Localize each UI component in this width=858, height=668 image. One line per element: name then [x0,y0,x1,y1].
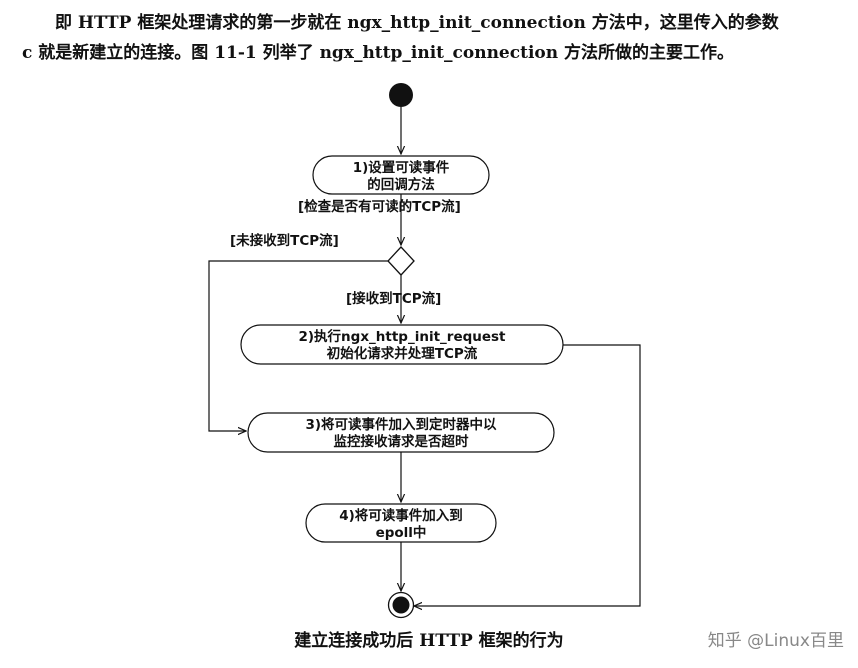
node-1-line1: 1)设置可读事件 [353,159,450,176]
guard-check: [检查是否有可读的TCP流] [298,198,461,215]
figure-caption: 建立连接成功后 HTTP 框架的行为 [294,631,564,651]
edge-node2-to-final [414,344,641,606]
intro-paragraph: 即 HTTP 框架处理请求的第一步就在 ngx_http_init_connec… [22,8,842,68]
guard-received: [接收到TCP流] [346,290,441,307]
node-2-line2: 初始化请求并处理TCP流 [327,345,478,362]
node-4-add-epoll: 4)将可读事件加入到 epoll中 [305,503,497,543]
node-2-line1: 2)执行ngx_http_init_request [298,328,506,345]
final-node [387,591,415,619]
intro-line-2: c 就是新建立的连接。图 11-1 列举了 ngx_http_init_conn… [22,43,735,63]
initial-node [389,83,413,107]
node-3-add-timer: 3)将可读事件加入到定时器中以 监控接收请求是否超时 [247,412,555,453]
watermark: 知乎 @Linux百里 [707,631,844,651]
node-2-init-request: 2)执行ngx_http_init_request 初始化请求并处理TCP流 [240,324,564,365]
node-4-line2: epoll中 [376,524,427,541]
node-3-line1: 3)将可读事件加入到定时器中以 [305,416,497,433]
guard-not-received: [未接收到TCP流] [230,232,339,249]
node-3-line2: 监控接收请求是否超时 [334,433,469,450]
node-1-line2: 的回调方法 [367,176,435,193]
node-4-line1: 4)将可读事件加入到 [339,507,463,524]
edge-decision-to-node3-not-received [208,260,388,431]
decision-diamond [387,246,415,276]
intro-line-1: 即 HTTP 框架处理请求的第一步就在 ngx_http_init_connec… [55,13,779,33]
node-1-set-read-handler: 1)设置可读事件 的回调方法 [312,155,490,195]
